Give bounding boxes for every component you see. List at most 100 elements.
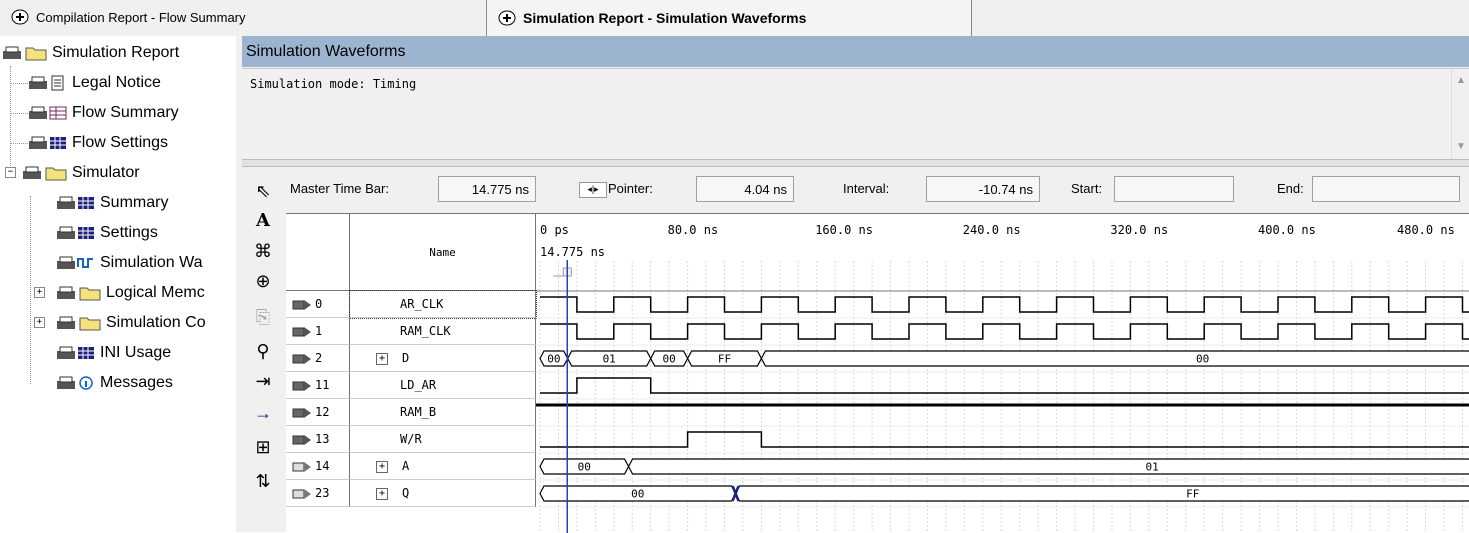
sort-icon[interactable]: ⇅ bbox=[255, 471, 271, 491]
master-time-label: Master Time Bar: bbox=[290, 181, 389, 196]
expand-toggle-icon[interactable]: + bbox=[34, 287, 45, 298]
input-pin-icon bbox=[292, 380, 311, 391]
tree-item-settings[interactable]: Settings bbox=[56, 220, 158, 246]
waveform-editing-icon[interactable]: ⌘ bbox=[254, 241, 272, 261]
signal-name-cell[interactable]: RAM_B bbox=[350, 399, 536, 426]
expand-bus-icon[interactable]: + bbox=[376, 460, 388, 473]
node-cell[interactable]: 13 bbox=[286, 426, 350, 453]
tab-compilation-report[interactable]: Compilation Report - Flow Summary bbox=[10, 2, 246, 32]
input-pin-icon bbox=[292, 407, 311, 418]
pointer-field: 4.04 ns bbox=[696, 176, 794, 202]
start-label: Start: bbox=[1071, 181, 1103, 196]
find-next-icon[interactable]: ⇥ bbox=[255, 371, 271, 391]
tab-label: Simulation Report - Simulation Waveforms bbox=[523, 10, 807, 26]
printer-grid-icon bbox=[29, 136, 66, 149]
input-pin-icon bbox=[292, 434, 311, 445]
panel-title: Simulation Waveforms bbox=[242, 36, 1469, 67]
printer-info-icon bbox=[57, 376, 93, 390]
time-tick-label: 320.0 ns bbox=[1110, 223, 1168, 237]
signal-name-cell[interactable]: AR_CLK bbox=[349, 290, 537, 319]
signal-name-cell[interactable]: W/R bbox=[350, 426, 536, 453]
group-icon[interactable]: ⊞ bbox=[255, 437, 271, 457]
tree-item-ini-usage[interactable]: INI Usage bbox=[56, 340, 171, 366]
horizontal-splitter[interactable] bbox=[242, 159, 1469, 167]
printer-folder-icon bbox=[57, 316, 101, 331]
panel-splitter[interactable] bbox=[236, 36, 242, 532]
start-field[interactable] bbox=[1114, 176, 1234, 202]
selection-pointer-icon[interactable]: ⇖ bbox=[255, 181, 271, 201]
tree-item-simulator[interactable]: Simulator bbox=[22, 160, 140, 186]
node-cell[interactable]: 14 bbox=[286, 453, 350, 480]
mode-scrollbar[interactable]: ▲ ▼ bbox=[1451, 69, 1469, 159]
interval-field: -10.74 ns bbox=[926, 176, 1040, 202]
signal-name-cell[interactable]: +Q bbox=[350, 480, 536, 507]
next-transition-arrow-icon[interactable]: → bbox=[254, 403, 272, 423]
signal-name-cell[interactable]: +D bbox=[350, 345, 536, 372]
digital-waveform bbox=[540, 431, 1469, 448]
signal-name: LD_AR bbox=[400, 378, 437, 392]
node-cell[interactable]: 2 bbox=[286, 345, 350, 372]
signal-name: RAM_CLK bbox=[400, 324, 451, 338]
printer-wave-icon bbox=[57, 256, 93, 269]
tree-item-flow-settings[interactable]: Flow Settings bbox=[28, 130, 168, 156]
node-index: 13 bbox=[315, 432, 330, 446]
tree-item-legal-notice[interactable]: Legal Notice bbox=[28, 70, 161, 96]
copy-icon[interactable]: ⎘ bbox=[255, 307, 271, 327]
signal-name-cell[interactable]: LD_AR bbox=[350, 372, 536, 399]
collapse-toggle-icon[interactable]: − bbox=[5, 167, 16, 178]
bus-segment bbox=[627, 458, 1469, 475]
time-tick-label: 160.0 ns bbox=[815, 223, 873, 237]
find-binoculars-icon[interactable]: ⚲ bbox=[256, 341, 270, 361]
master-time-cursor-label: 14.775 ns bbox=[540, 245, 605, 259]
node-cell[interactable]: 1 bbox=[286, 318, 350, 345]
node-cell[interactable]: 11 bbox=[286, 372, 350, 399]
node-cell[interactable]: 23 bbox=[286, 480, 350, 507]
time-bar-toolbar: Master Time Bar: 14.775 ns ◂|▸ Pointer: … bbox=[286, 172, 1469, 208]
tree-item-logical-memories[interactable]: Logical Memc bbox=[56, 280, 205, 306]
expand-bus-icon[interactable]: + bbox=[376, 352, 388, 365]
time-tick-label: 0 ps bbox=[540, 223, 569, 237]
tree-item-flow-summary[interactable]: Flow Summary bbox=[28, 100, 179, 126]
input-pin-icon bbox=[292, 326, 311, 337]
scroll-down-icon[interactable]: ▼ bbox=[1456, 141, 1466, 152]
tree-item-summary[interactable]: Summary bbox=[56, 190, 168, 216]
printer-grid-icon bbox=[57, 226, 94, 239]
node-cell[interactable]: 12 bbox=[286, 399, 350, 426]
tab-simulation-report[interactable]: Simulation Report - Simulation Waveforms bbox=[486, 0, 972, 36]
tree-item-simulation-coverage[interactable]: Simulation Co bbox=[56, 310, 206, 336]
printer-table-icon bbox=[29, 106, 67, 120]
output-pin-icon bbox=[292, 488, 311, 499]
signal-name-cell[interactable]: RAM_CLK bbox=[350, 318, 536, 345]
report-tab-icon bbox=[11, 9, 29, 25]
time-tick-label: 240.0 ns bbox=[963, 223, 1021, 237]
simulation-waveforms-panel: Simulation Waveforms Simulation mode: Ti… bbox=[242, 36, 1469, 533]
expand-bus-icon[interactable]: + bbox=[376, 487, 388, 500]
node-index: 11 bbox=[315, 378, 330, 392]
signal-name-cell[interactable]: +A bbox=[350, 453, 536, 480]
digital-waveform bbox=[540, 377, 1469, 394]
document-tab-bar: Compilation Report - Flow Summary Simula… bbox=[0, 0, 1469, 36]
digital-waveform bbox=[540, 323, 1469, 340]
output-pin-icon bbox=[292, 461, 311, 472]
time-nudge-arrows-icon[interactable]: ◂|▸ bbox=[579, 182, 607, 198]
scroll-up-icon[interactable]: ▲ bbox=[1456, 75, 1466, 86]
input-pin-icon bbox=[292, 353, 311, 364]
transition-marker bbox=[731, 485, 740, 502]
signal-name: D bbox=[402, 351, 410, 365]
zoom-tool-icon[interactable]: ⊕ bbox=[255, 271, 271, 291]
tree-item-simulation-waveforms[interactable]: Simulation Wa bbox=[56, 250, 203, 276]
node-cell[interactable]: 0 bbox=[286, 291, 350, 318]
master-time-field[interactable]: 14.775 ns bbox=[438, 176, 536, 202]
interval-label: Interval: bbox=[843, 181, 890, 196]
text-tool-icon[interactable]: A bbox=[256, 210, 270, 231]
node-index: 1 bbox=[315, 324, 323, 338]
end-field[interactable] bbox=[1312, 176, 1460, 202]
tab-label: Compilation Report - Flow Summary bbox=[36, 9, 246, 25]
tree-item-simulation-report[interactable]: Simulation Report bbox=[2, 40, 179, 66]
tree-item-messages[interactable]: Messages bbox=[56, 370, 173, 396]
digital-waveform bbox=[540, 296, 1469, 313]
signal-name: W/R bbox=[400, 432, 422, 446]
expand-toggle-icon[interactable]: + bbox=[34, 317, 45, 328]
